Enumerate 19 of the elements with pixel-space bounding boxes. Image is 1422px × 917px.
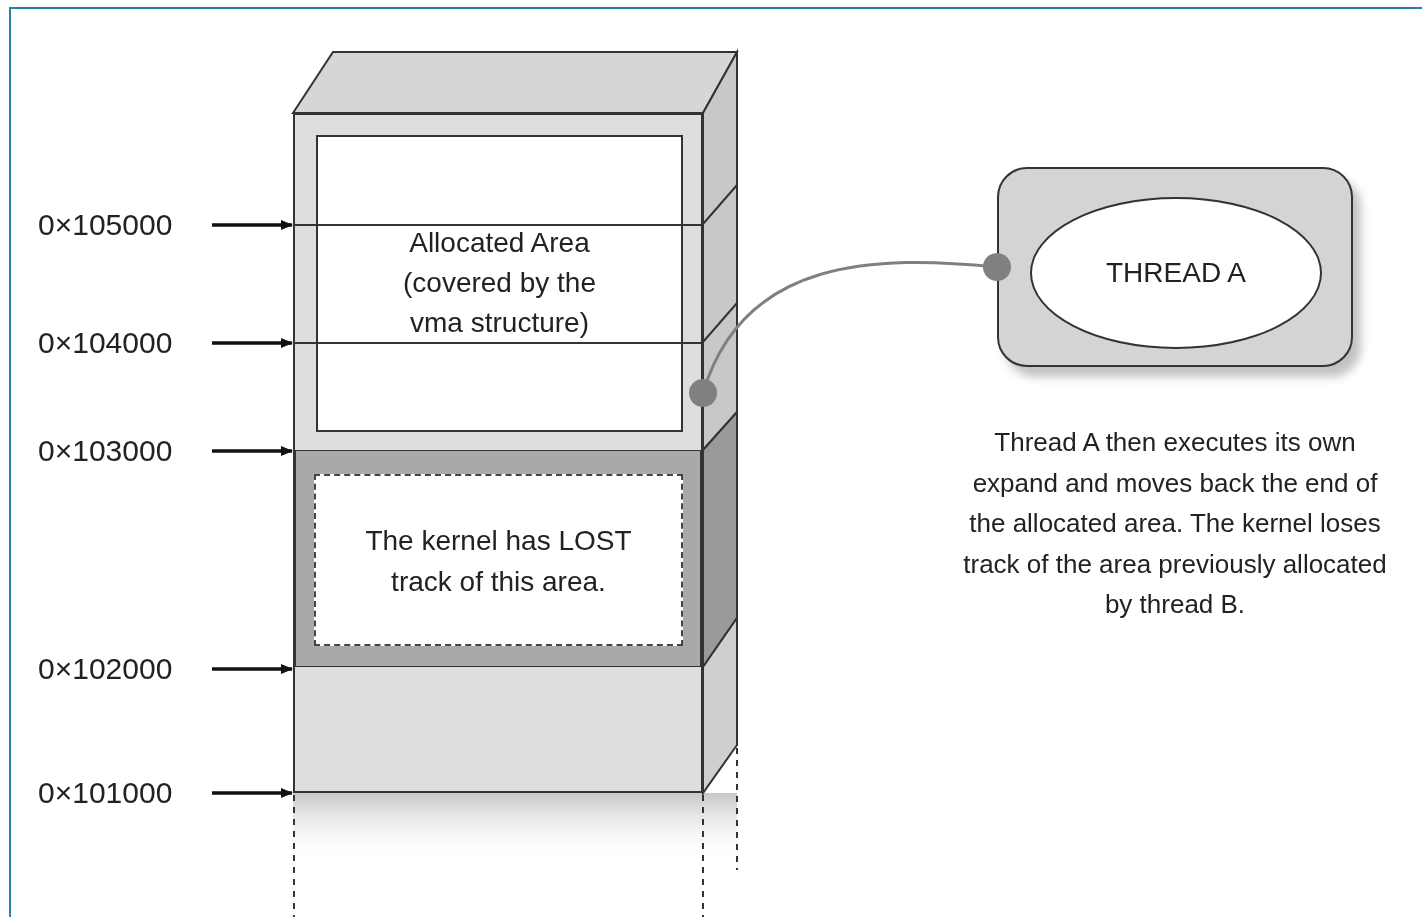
address-label: 0×104000 [38, 323, 206, 363]
address-label: 0×101000 [38, 773, 206, 813]
connector-line [689, 253, 1011, 407]
address-label: 0×103000 [38, 431, 206, 471]
address-label: 0×105000 [38, 205, 206, 245]
address-label: 0×102000 [38, 649, 206, 689]
description-text: Thread A then executes its own expand and moves back the end of the allocated area. The kernel loses track of the area previously allocated by thread B. [962, 426, 1388, 621]
box-text: The kernel has LOST track of this area. [365, 525, 632, 597]
arrow [212, 664, 293, 674]
memory-stack [293, 113, 703, 793]
arrow [212, 788, 293, 798]
lost-area-box [314, 474, 683, 646]
allocated-area-box [316, 135, 683, 432]
box-text: Allocated Area (covered by the vma structure) [403, 227, 596, 338]
arrow [212, 220, 293, 230]
arrow [212, 446, 293, 456]
thread-box [997, 167, 1353, 367]
arrow [212, 338, 293, 348]
box-text: THREAD A [1106, 257, 1246, 289]
